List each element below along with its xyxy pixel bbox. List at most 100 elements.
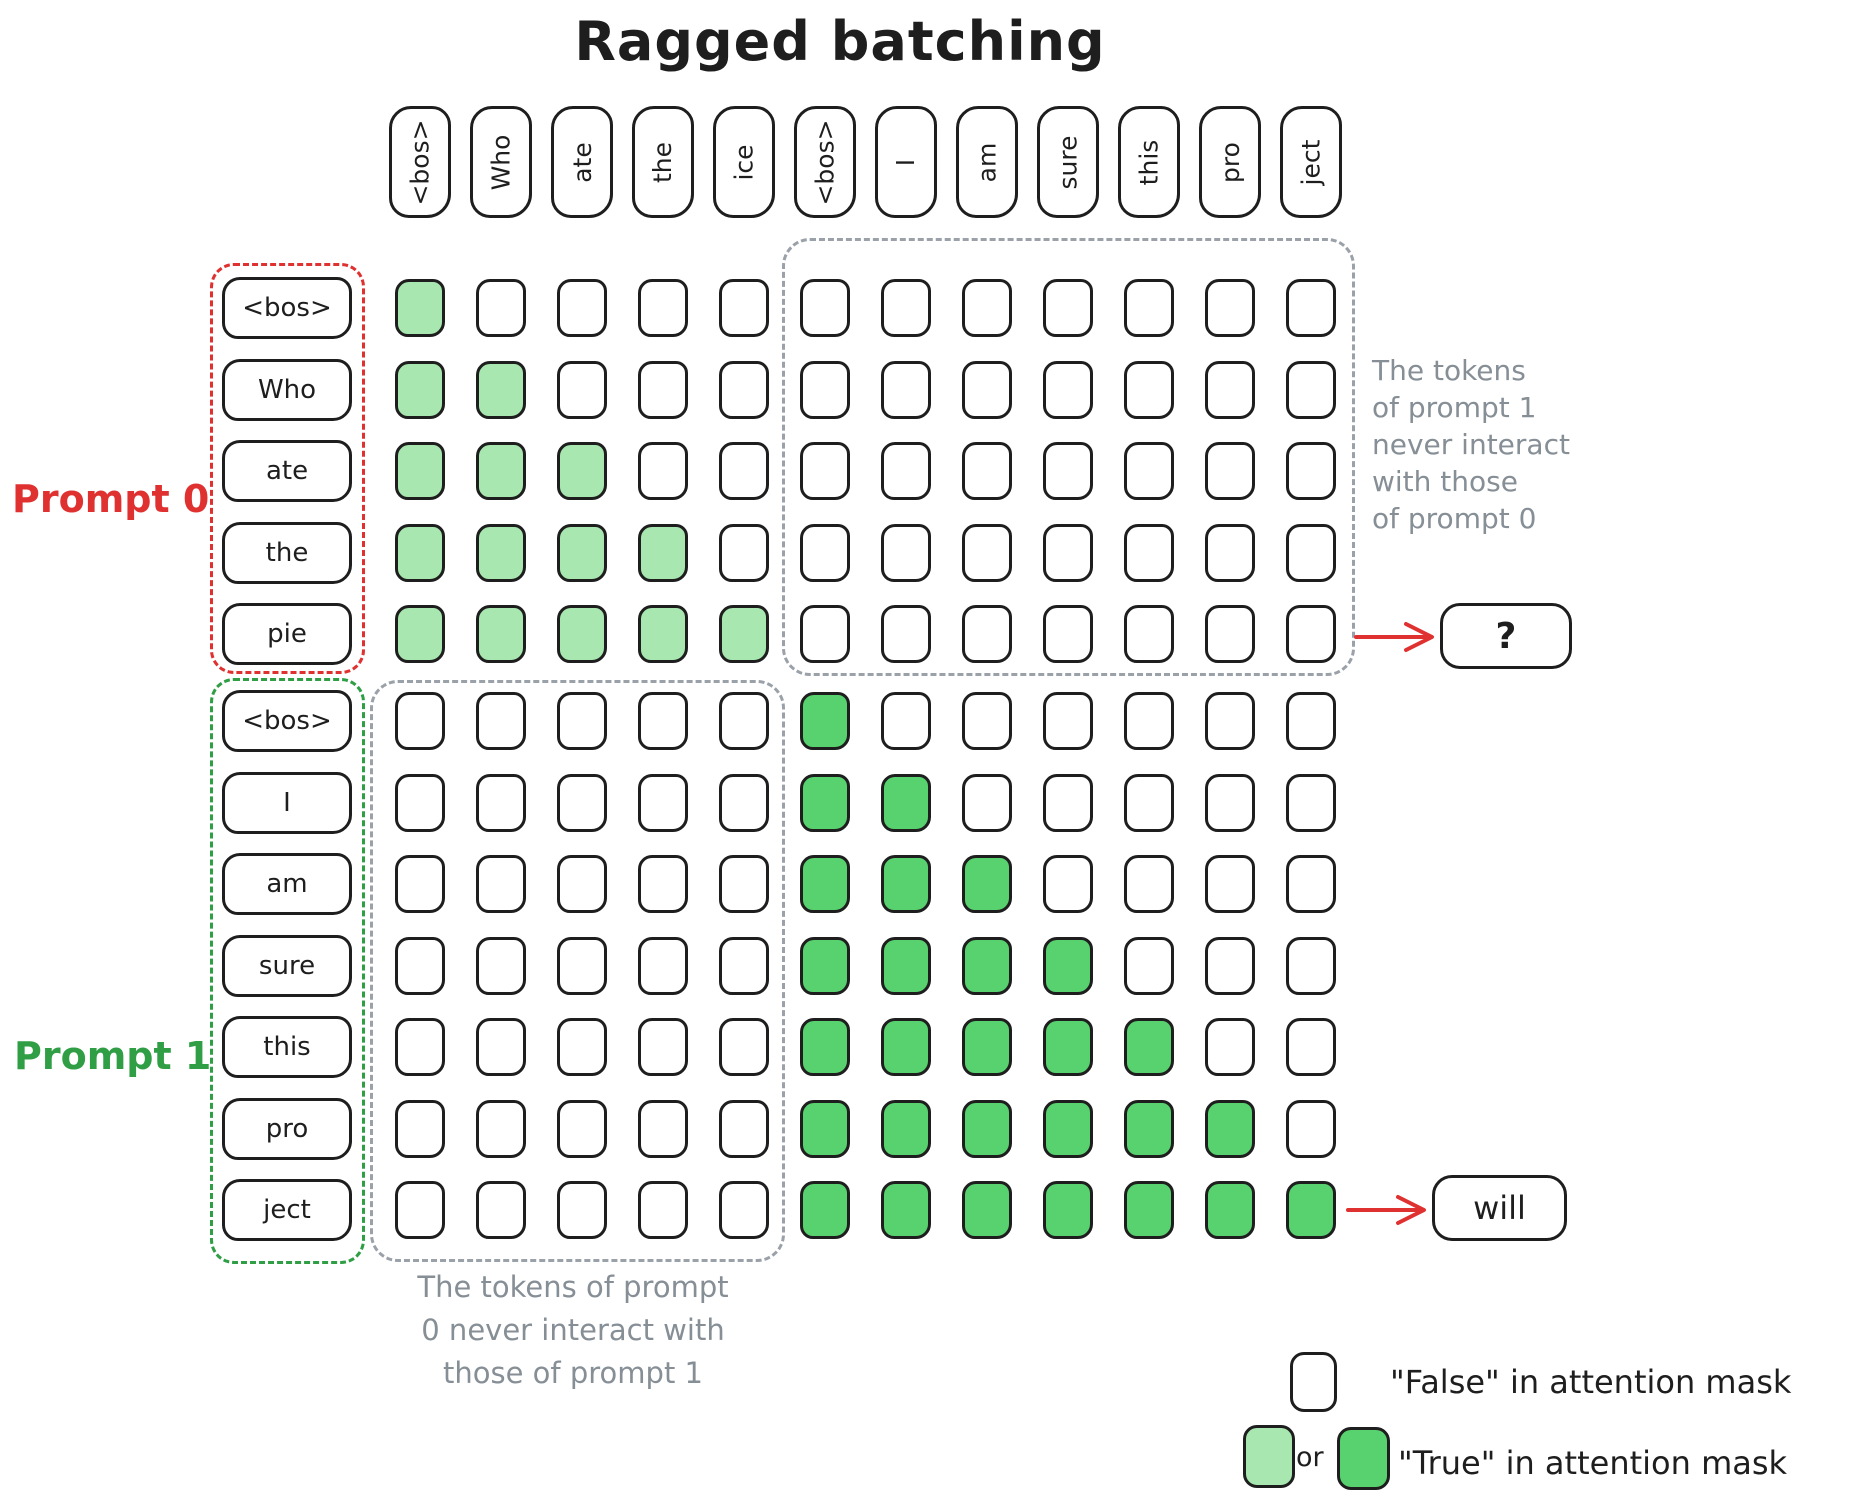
mask-cell-r6-c2	[557, 773, 607, 832]
mask-cell-r1-c5	[800, 360, 850, 419]
column-token-2: ate	[551, 106, 613, 218]
mask-cell-r10-c8	[1043, 1099, 1093, 1158]
mask-cell-r2-c2	[557, 442, 607, 500]
mask-cell-r4-c5	[800, 605, 850, 663]
prompt0-next-token: ?	[1495, 615, 1517, 657]
mask-cell-r3-c5	[800, 523, 850, 582]
mask-cell-r8-c9	[1124, 936, 1174, 995]
column-token-text: Who	[486, 134, 516, 190]
mask-cell-r6-c1	[476, 773, 526, 832]
mask-cell-r4-c2	[557, 605, 607, 663]
mask-cell-r8-c10	[1205, 936, 1255, 995]
column-token-0: <bos>	[389, 106, 451, 218]
annotation-line: never interact	[1372, 428, 1570, 461]
mask-cell-r5-c3	[638, 692, 688, 750]
mask-cell-r8-c4	[719, 936, 769, 995]
legend-true-label: "True" in attention mask	[1398, 1444, 1788, 1482]
mask-cell-r6-c3	[638, 773, 688, 832]
mask-cell-r7-c7	[962, 855, 1012, 913]
mask-cell-r4-c6	[881, 605, 931, 663]
mask-cell-r2-c4	[719, 442, 769, 500]
mask-cell-r10-c4	[719, 1099, 769, 1158]
mask-cell-r6-c7	[962, 773, 1012, 832]
mask-cell-r0-c8	[1043, 279, 1093, 337]
mask-cell-r1-c4	[719, 360, 769, 419]
mask-cell-r4-c9	[1124, 605, 1174, 663]
mask-cell-r2-c11	[1286, 442, 1336, 500]
mask-cell-r7-c5	[800, 855, 850, 913]
mask-cell-r6-c11	[1286, 773, 1336, 832]
mask-cell-r7-c1	[476, 855, 526, 913]
row-token-2: ate	[222, 440, 352, 502]
legend-true-dark-swatch	[1337, 1427, 1390, 1490]
mask-cell-r7-c10	[1205, 855, 1255, 913]
mask-cell-r9-c8	[1043, 1018, 1093, 1076]
mask-cell-r6-c9	[1124, 773, 1174, 832]
mask-cell-r5-c5	[800, 692, 850, 750]
mask-cell-r8-c8	[1043, 936, 1093, 995]
annotation-line: of prompt 1	[1372, 391, 1537, 424]
mask-cell-r9-c11	[1286, 1018, 1336, 1076]
mask-cell-r6-c0	[395, 773, 445, 832]
column-token-10: pro	[1199, 106, 1261, 218]
mask-cell-r10-c9	[1124, 1099, 1174, 1158]
mask-cell-r5-c2	[557, 692, 607, 750]
mask-cell-r1-c10	[1205, 360, 1255, 419]
mask-cell-r2-c9	[1124, 442, 1174, 500]
mask-cell-r6-c8	[1043, 773, 1093, 832]
column-token-7: am	[956, 106, 1018, 218]
diagram-title: Ragged batching	[574, 10, 1106, 73]
row-token-1: Who	[222, 358, 352, 421]
annotation-line: those of prompt 1	[443, 1356, 703, 1390]
column-token-text: ice	[729, 143, 759, 181]
column-token-1: Who	[470, 106, 532, 218]
mask-cell-r7-c2	[557, 855, 607, 913]
mask-cell-r10-c1	[476, 1099, 526, 1158]
legend-or-label: or	[1296, 1442, 1324, 1473]
column-token-text: the	[648, 141, 678, 183]
mask-cell-r9-c1	[476, 1018, 526, 1076]
mask-cell-r1-c2	[557, 360, 607, 419]
row-token-9: this	[222, 1016, 352, 1078]
mask-cell-r0-c5	[800, 279, 850, 337]
mask-cell-r8-c6	[881, 936, 931, 995]
mask-cell-r3-c2	[557, 523, 607, 582]
annotation-line: 0 never interact with	[421, 1313, 725, 1347]
column-token-text: ate	[567, 141, 597, 183]
mask-cell-r5-c4	[719, 692, 769, 750]
mask-cell-r2-c8	[1043, 442, 1093, 500]
mask-cell-r0-c1	[476, 279, 526, 337]
mask-cell-r10-c7	[962, 1099, 1012, 1158]
mask-cell-r5-c10	[1205, 692, 1255, 750]
mask-cell-r10-c5	[800, 1099, 850, 1158]
mask-cell-r3-c1	[476, 523, 526, 582]
mask-cell-r7-c4	[719, 855, 769, 913]
arrow-to-prompt1-output	[1346, 1195, 1426, 1225]
mask-cell-r3-c10	[1205, 523, 1255, 582]
column-token-11: ject	[1280, 106, 1342, 218]
mask-cell-r10-c2	[557, 1099, 607, 1158]
prompt1-label: Prompt 1	[14, 1034, 212, 1078]
row-token-4: pie	[222, 603, 352, 665]
mask-cell-r2-c1	[476, 442, 526, 500]
mask-cell-r1-c7	[962, 360, 1012, 419]
mask-cell-r5-c7	[962, 692, 1012, 750]
annotation-prompt0-isolation: The tokens of prompt 0 never interact wi…	[373, 1266, 773, 1395]
mask-cell-r2-c10	[1205, 442, 1255, 500]
mask-cell-r6-c10	[1205, 773, 1255, 832]
mask-cell-r4-c8	[1043, 605, 1093, 663]
mask-cell-r9-c4	[719, 1018, 769, 1076]
mask-cell-r7-c11	[1286, 855, 1336, 913]
mask-cell-r7-c3	[638, 855, 688, 913]
mask-cell-r2-c0	[395, 442, 445, 500]
mask-cell-r3-c0	[395, 523, 445, 582]
mask-cell-r7-c0	[395, 855, 445, 913]
mask-cell-r0-c0	[395, 279, 445, 337]
mask-cell-r11-c2	[557, 1181, 607, 1239]
mask-cell-r5-c9	[1124, 692, 1174, 750]
row-token-5: <bos>	[222, 690, 352, 752]
mask-cell-r11-c6	[881, 1181, 931, 1239]
mask-cell-r0-c11	[1286, 279, 1336, 337]
mask-cell-r11-c0	[395, 1181, 445, 1239]
